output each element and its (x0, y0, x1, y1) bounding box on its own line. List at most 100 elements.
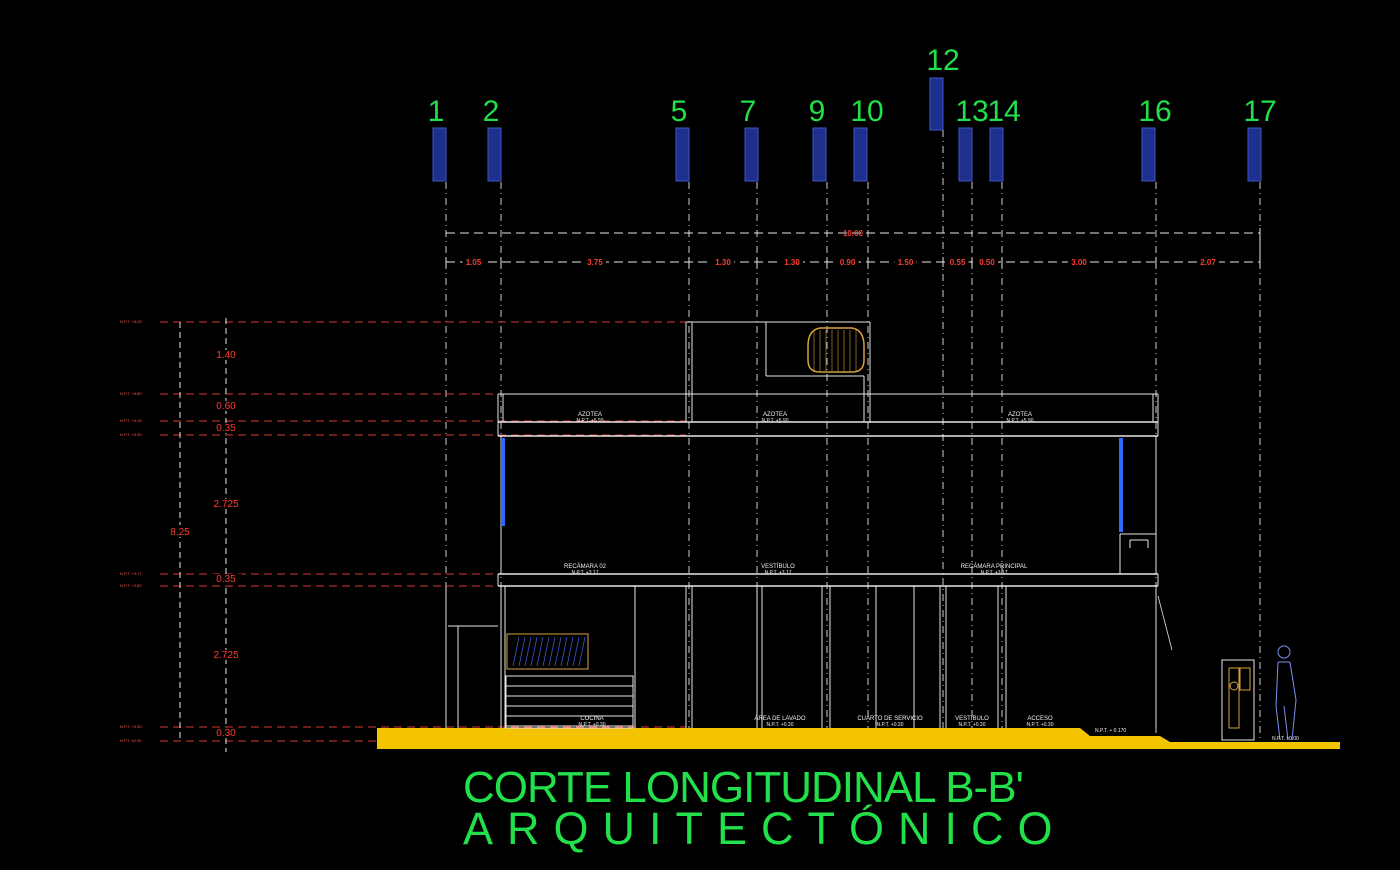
window-hatch (554, 636, 562, 667)
ground-level-label: N.P.T. +0.30 (876, 722, 903, 728)
total-dimension-label: 10.00 (843, 229, 864, 238)
span-label-bg (1068, 257, 1090, 267)
kitchen-window (506, 633, 589, 670)
ground-level-label: N.P.T. +0.30 (1026, 722, 1053, 728)
part-label-bg (210, 401, 242, 411)
level-tag: N.P.T. +8.25 (120, 319, 142, 324)
window-hatch (530, 636, 538, 667)
drawing-subtitle: ARQUITECTÓNICO (463, 803, 1067, 854)
window-hatch (572, 636, 580, 667)
window-hatch (560, 636, 568, 667)
part-label-bg (210, 423, 242, 433)
axis-label-10: 10 (850, 95, 883, 128)
vertical-dimension-layer: N.P.T. +8.25N.P.T. +6.85N.P.T. +6.25N.P.… (120, 318, 686, 752)
exterior-level-label: N.P.T. + 0.170 (1095, 728, 1126, 734)
meter-dial (1229, 681, 1239, 691)
span-label-bg (584, 257, 606, 267)
level-tag: N.P.T. +6.85 (120, 391, 142, 396)
upper-room-label: RECÁMARA 02 (564, 563, 607, 570)
span-label-bg (836, 257, 859, 267)
part-label-bg (210, 574, 242, 584)
part-label-bg (210, 650, 242, 660)
span-dimension-label: 0.90 (840, 258, 856, 267)
part-label-bg (210, 728, 242, 738)
span-label-bg (462, 257, 485, 267)
upper-level-label: N.P.T. +3.17 (571, 570, 598, 576)
roof-label: AZOTEA (1008, 412, 1032, 418)
column-marker-10 (853, 127, 868, 182)
level-tag: N.P.T. +0.30 (120, 724, 142, 729)
ground-slab (377, 728, 1340, 749)
roof-label: AZOTEA (763, 412, 787, 418)
upper-left-window (501, 438, 505, 526)
vertical-total-label: 8.25 (170, 527, 190, 538)
window-hatch (518, 636, 526, 667)
vertical-part-label: 0.35 (216, 423, 236, 434)
column-marker-2 (487, 127, 502, 182)
vertical-part-label: 2.725 (213, 499, 238, 510)
part-label-bg (210, 350, 242, 360)
roof-level-label: N.P.T. +5.90 (761, 418, 788, 424)
span-dimension-label: 1.30 (784, 258, 800, 267)
ground-level-label: N.P.T. +0.30 (766, 722, 793, 728)
kitchen-cabinet (505, 675, 634, 729)
span-dimension-label: 3.75 (587, 258, 603, 267)
water-tank (807, 327, 865, 373)
window-hatch (524, 636, 532, 667)
upper-room-label: RECÁMARA PRINCIPAL (961, 563, 1028, 570)
roof-label: AZOTEA (578, 412, 602, 418)
meter-box (1239, 667, 1251, 691)
window-hatch (566, 636, 574, 667)
entrance-canopy (1157, 595, 1173, 651)
span-dimension-label: 3.00 (1071, 258, 1087, 267)
vertical-part-label: 1.40 (216, 350, 236, 361)
window-hatch (542, 636, 550, 667)
span-dimension-label: 1.50 (898, 258, 914, 267)
ground-room-label: ÁREA DE LAVADO (754, 715, 805, 722)
ground-room-label: COCINA (580, 716, 603, 722)
exterior-level-label: N.P.T. ±0.00 (1272, 736, 1299, 742)
drawing-title: CORTE LONGITUDINAL B-B' (463, 763, 1024, 812)
axis-label-12: 12 (926, 44, 959, 77)
span-dimension-label: 0.55 (950, 258, 966, 267)
axis-label-9: 9 (809, 95, 826, 128)
column-marker-7 (744, 127, 759, 182)
span-dimension-label: 1.30 (715, 258, 731, 267)
ground-room-label: VESTÍBULO (955, 715, 989, 722)
ground-level-label: N.P.T. +0.30 (578, 722, 605, 728)
window-hatch (578, 636, 586, 667)
roof-level-label: N.P.T. +5.90 (1006, 418, 1033, 424)
column-marker-17 (1247, 127, 1262, 182)
column-marker-13 (958, 127, 973, 182)
span-label-bg (946, 257, 969, 267)
axis-label-13: 13 (955, 95, 988, 128)
level-tag: N.P.T. +5.90 (120, 432, 142, 437)
axis-label-2: 2 (483, 95, 500, 128)
person-head (1277, 645, 1291, 659)
column-marker-12 (929, 77, 944, 131)
span-label-bg (712, 257, 734, 267)
total-label-bg (164, 525, 196, 537)
upper-level-label: N.P.T. +3.17 (764, 570, 791, 576)
level-tag: N.P.T. ±0.00 (120, 738, 142, 743)
level-tag: N.P.T. +3.17 (120, 571, 142, 576)
column-marker-14 (989, 127, 1004, 182)
window-hatch (548, 636, 556, 667)
span-label-bg (894, 257, 917, 267)
vertical-part-label: 0.35 (216, 574, 236, 585)
span-label-bg (1197, 257, 1219, 267)
building-section (377, 321, 1340, 749)
vertical-part-label: 2.725 (213, 650, 238, 661)
level-tag: N.P.T. +6.25 (120, 418, 142, 423)
axis-label-1: 1 (428, 95, 445, 128)
ground-level-label: N.P.T. +0.30 (958, 722, 985, 728)
column-marker-9 (812, 127, 827, 182)
axis-label-14: 14 (987, 95, 1020, 128)
meter-box (1228, 667, 1240, 729)
span-dimension-label: 2.07 (1200, 258, 1216, 267)
span-dimension-label: 1.05 (466, 258, 482, 267)
window-hatch (512, 636, 520, 667)
